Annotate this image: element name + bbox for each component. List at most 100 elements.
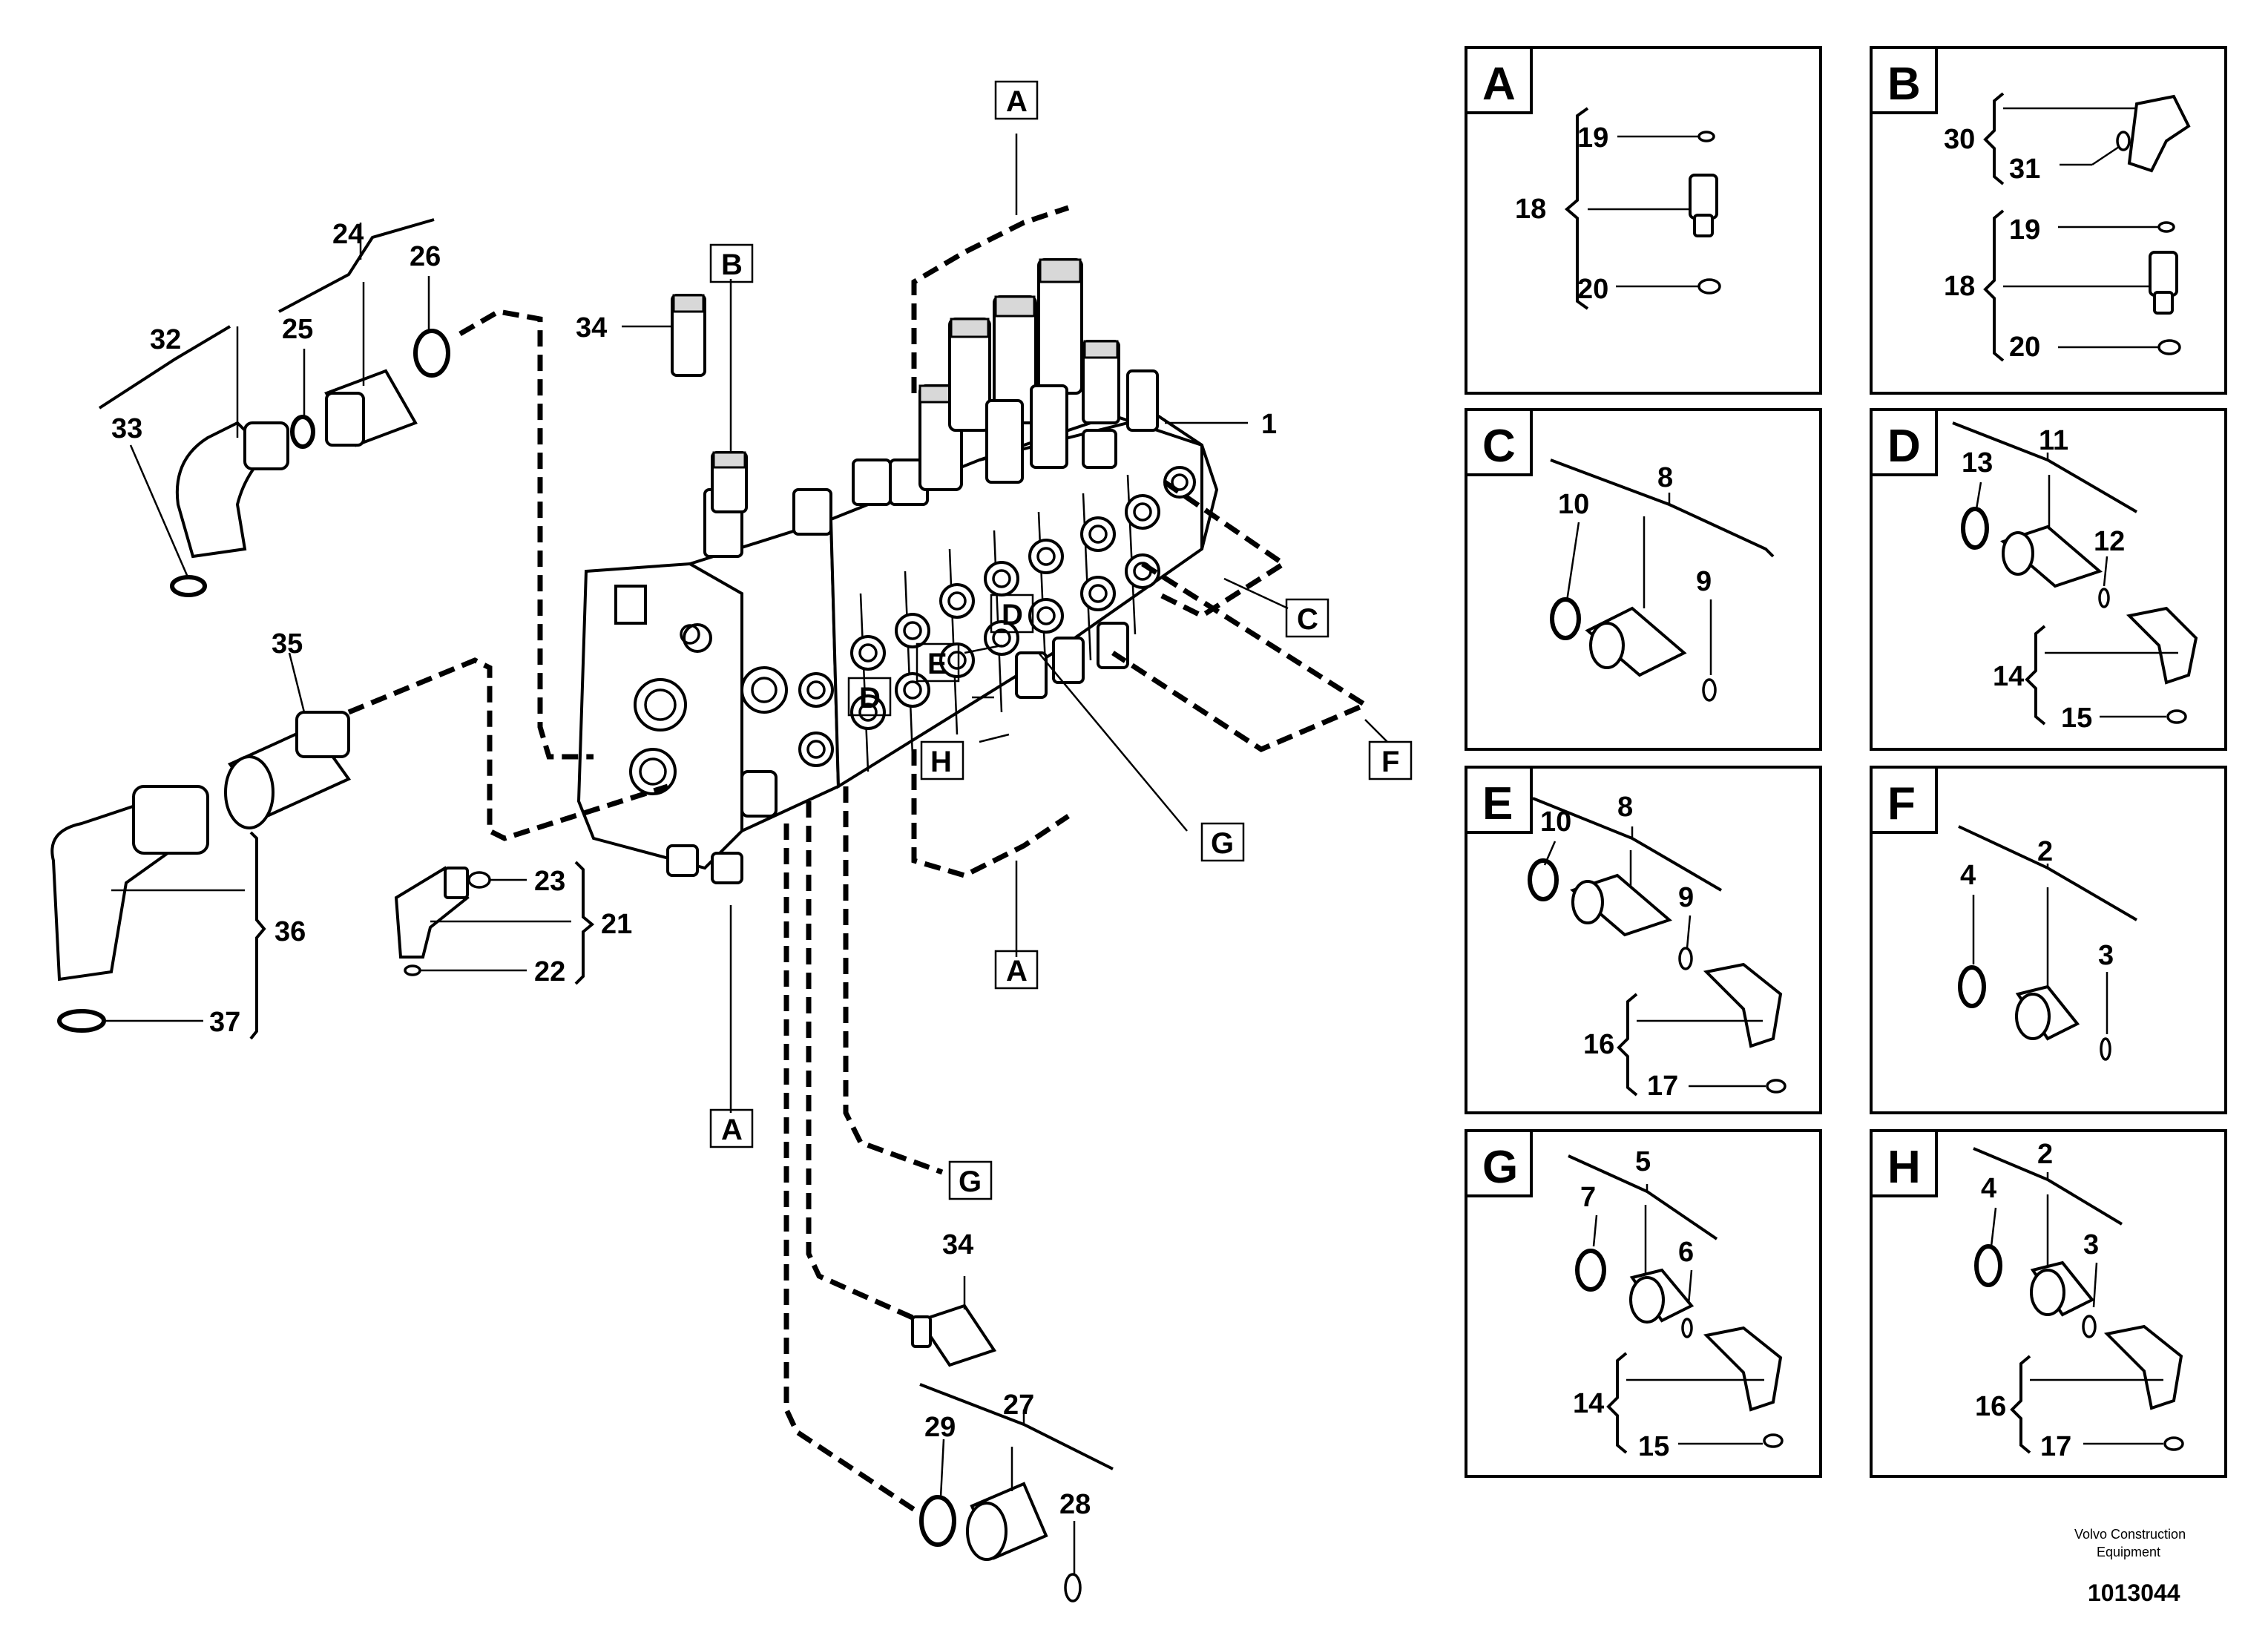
ref-box-c: C: [1285, 598, 1329, 638]
svg-text:18: 18: [1515, 194, 1546, 225]
ref-box-h: H: [920, 740, 964, 780]
callout-23: 23: [534, 866, 565, 897]
svg-text:8: 8: [1617, 792, 1633, 823]
ref-box-a-middle: A: [994, 950, 1039, 990]
svg-text:F: F: [1887, 778, 1916, 829]
callout-25: 25: [282, 314, 313, 345]
svg-text:2: 2: [2037, 1139, 2053, 1170]
doc-number: 1013044: [2088, 1579, 2180, 1606]
detail-panel-c: C 8 10 9: [1465, 408, 1822, 751]
fitting-24-group: [278, 218, 450, 449]
detail-panel-a: A 19 18 20: [1465, 46, 1822, 395]
svg-text:G: G: [1482, 1142, 1518, 1193]
ref-box-a-bottom: A: [709, 1108, 754, 1148]
callout-35: 35: [272, 628, 303, 660]
callout-34-top: 34: [576, 312, 607, 343]
elbow-36: [50, 785, 245, 982]
svg-text:2: 2: [2037, 836, 2053, 867]
callout-34-bottom: 34: [942, 1229, 973, 1260]
svg-text:B: B: [721, 249, 743, 281]
ref-box-g-right: G: [1200, 822, 1245, 862]
svg-text:A: A: [1482, 59, 1516, 110]
svg-text:12: 12: [2094, 526, 2125, 557]
svg-text:G: G: [959, 1166, 982, 1198]
callout-26: 26: [410, 241, 441, 272]
svg-text:E: E: [1482, 778, 1513, 829]
credit-line-2: Equipment: [2097, 1545, 2160, 1559]
svg-text:14: 14: [1993, 661, 2024, 692]
svg-text:19: 19: [2009, 214, 2040, 246]
ref-box-f: F: [1368, 740, 1413, 780]
callout-21: 21: [601, 909, 632, 940]
svg-text:C: C: [1297, 603, 1318, 636]
svg-text:3: 3: [2098, 940, 2114, 971]
svg-text:20: 20: [2009, 332, 2040, 363]
callout-28: 28: [1059, 1489, 1091, 1520]
svg-text:14: 14: [1573, 1388, 1604, 1419]
credit-line-1: Volvo Construction: [2074, 1527, 2186, 1542]
callout-37: 37: [209, 1007, 240, 1038]
svg-text:16: 16: [1583, 1029, 1614, 1060]
svg-text:11: 11: [2039, 425, 2068, 456]
svg-text:7: 7: [1580, 1182, 1596, 1213]
svg-text:30: 30: [1944, 124, 1975, 155]
svg-text:3: 3: [2083, 1229, 2099, 1260]
svg-text:A: A: [721, 1114, 743, 1146]
svg-text:A: A: [1006, 955, 1028, 987]
callout-29: 29: [924, 1412, 956, 1443]
detail-panel-g: G 5 7 6 14 15: [1465, 1129, 1822, 1478]
adapter-35: [224, 652, 352, 829]
adapter-27-group: [919, 1383, 1114, 1602]
svg-text:4: 4: [1960, 860, 1976, 891]
main-callouts: 1 21 22 23 24 25 26 27 28 29 32 33 34 34…: [111, 219, 1277, 1520]
svg-text:4: 4: [1981, 1173, 1996, 1204]
svg-text:10: 10: [1558, 489, 1589, 520]
svg-text:13: 13: [1962, 447, 1993, 479]
svg-text:17: 17: [1647, 1071, 1678, 1102]
callout-33: 33: [111, 413, 142, 444]
svg-text:19: 19: [1577, 122, 1608, 154]
svg-text:H: H: [1887, 1142, 1921, 1193]
callout-24: 24: [332, 219, 364, 250]
svg-text:16: 16: [1975, 1391, 2006, 1422]
ref-box-b: B: [709, 243, 754, 283]
svg-text:15: 15: [1638, 1431, 1669, 1462]
callout-36: 36: [275, 916, 306, 947]
svg-text:A: A: [1006, 85, 1028, 118]
leader-lines: [729, 134, 1388, 1113]
plug-34-bottom: [911, 1276, 997, 1367]
svg-text:5: 5: [1635, 1146, 1651, 1177]
routing-lines: [347, 205, 1371, 1516]
oring-37: [57, 1009, 203, 1033]
callout-22: 22: [534, 956, 565, 987]
detail-panel-h: H 2 4 3 16 17: [1870, 1129, 2227, 1478]
svg-text:B: B: [1887, 59, 1921, 110]
footer-credit: Volvo Construction Equipment 1013044: [2074, 1527, 2186, 1606]
detail-panel-d: D 11 13 12 14 15: [1870, 408, 2227, 751]
callout-1: 1: [1261, 409, 1277, 440]
elbow-32-group: [98, 325, 289, 597]
svg-text:H: H: [930, 746, 952, 778]
ref-box-g-bottom: G: [948, 1160, 993, 1200]
svg-text:20: 20: [1577, 274, 1608, 305]
main-reference-boxes: A B C D D E H F G A A G: [709, 80, 1413, 1200]
callout-32: 32: [150, 324, 181, 355]
svg-text:G: G: [1211, 827, 1234, 860]
svg-text:D: D: [1887, 421, 1921, 472]
ref-box-a-top: A: [994, 80, 1039, 120]
svg-text:31: 31: [2009, 154, 2040, 185]
svg-text:F: F: [1381, 746, 1399, 778]
callout-27: 27: [1003, 1390, 1034, 1421]
svg-text:17: 17: [2040, 1431, 2071, 1462]
svg-text:15: 15: [2061, 703, 2092, 734]
ref-box-d-left: D: [847, 677, 892, 717]
plug-34-top: [622, 294, 706, 377]
bracket-36: [249, 831, 266, 1040]
elbow-21-group: [394, 861, 595, 985]
svg-text:18: 18: [1944, 271, 1975, 302]
ref-box-e: E: [916, 642, 960, 683]
svg-text:D: D: [1002, 599, 1023, 631]
detail-panel-b: B 30 31 19 18 20: [1870, 46, 2227, 395]
ref-box-d-right: D: [990, 594, 1034, 634]
